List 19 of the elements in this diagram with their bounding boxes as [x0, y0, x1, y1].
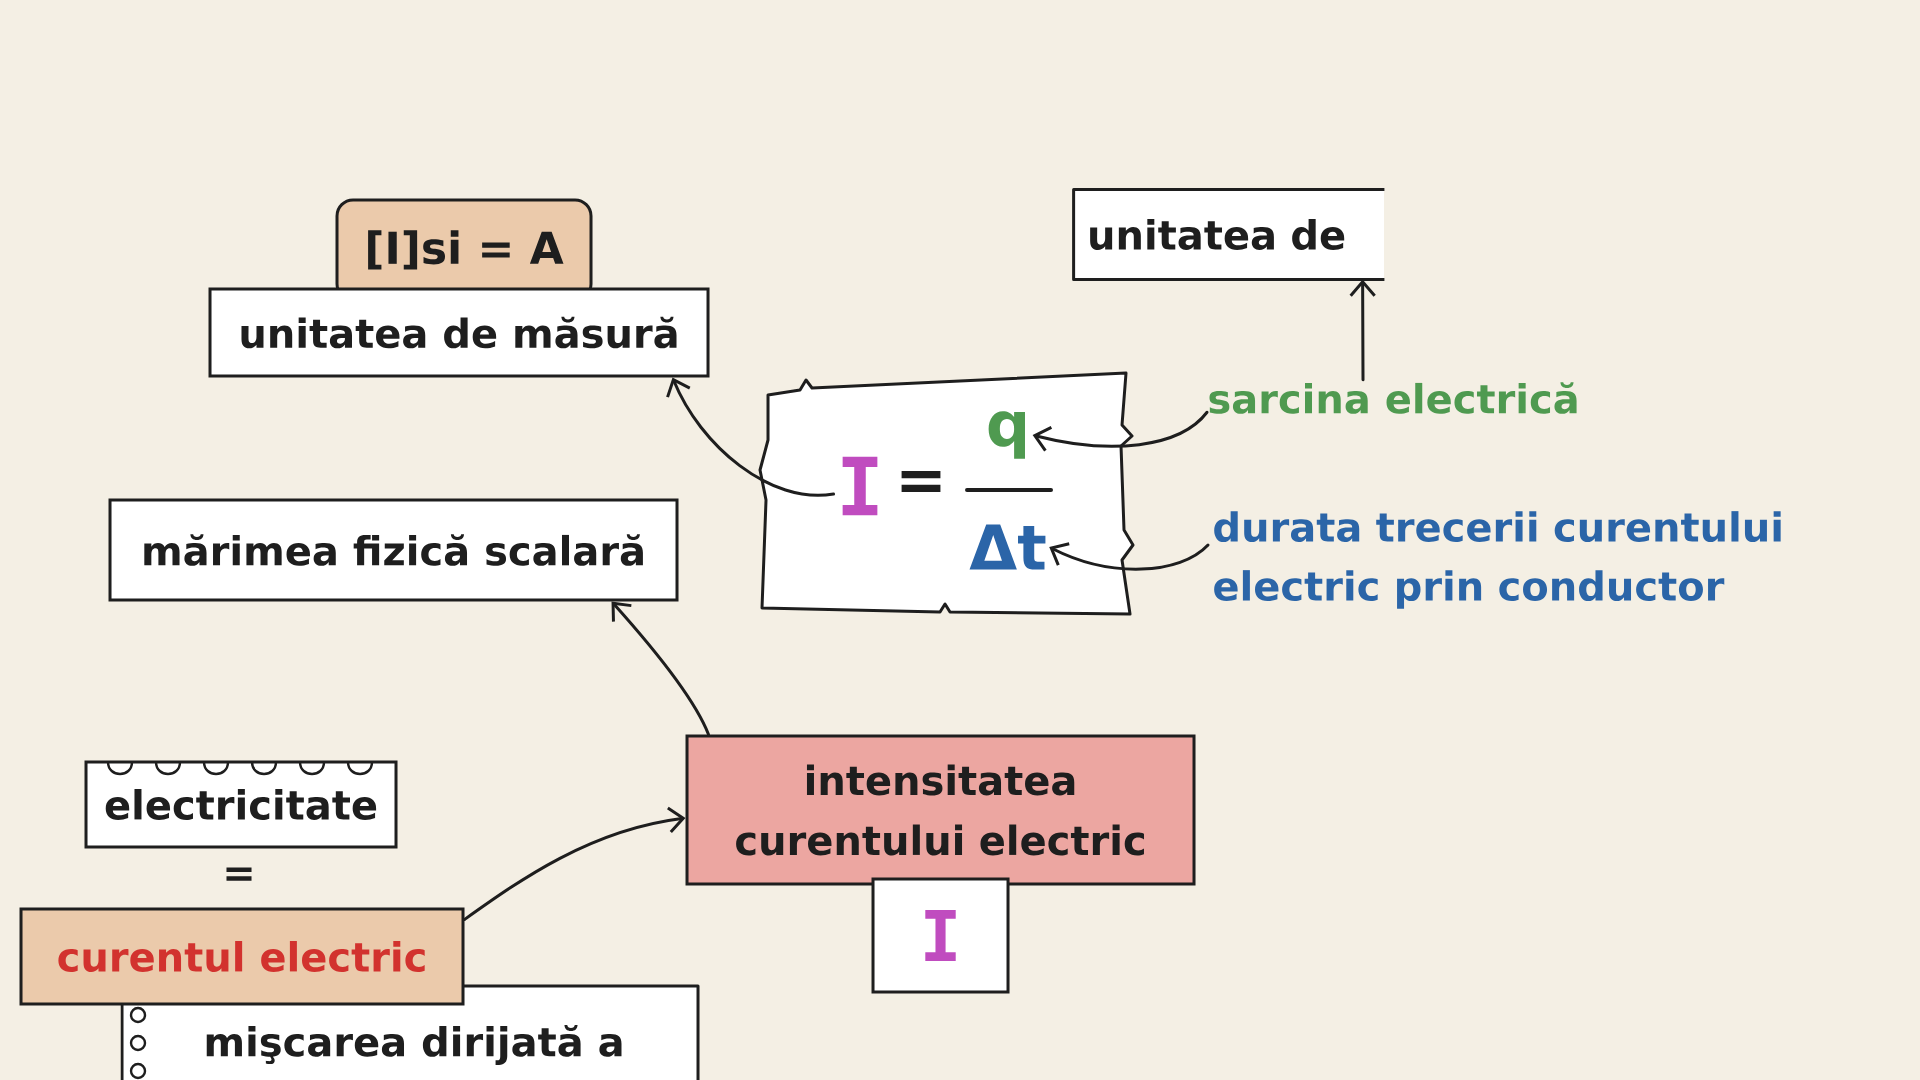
- note-box: electricitate: [84, 760, 398, 849]
- highlight-box: curentul electric: [19, 907, 465, 1006]
- label-box: unitatea de: [1072, 188, 1385, 281]
- arrow: [1049, 542, 1210, 571]
- arrow: [1032, 410, 1209, 452]
- arrow: [666, 377, 836, 497]
- title-box: intensitatea curentului electric: [685, 734, 1196, 886]
- numerator: q: [988, 411, 1025, 459]
- annotation-text: durata trecerii curentului electric prin conductor: [1214, 511, 1781, 609]
- arrow: [611, 601, 710, 736]
- denominator: Δt: [969, 524, 1046, 570]
- equals-sign: =: [226, 867, 252, 881]
- label-box: unitatea de măsură: [208, 287, 710, 378]
- label-box: mărimea fizică scalară: [108, 498, 679, 602]
- arrow: [463, 806, 686, 921]
- annotation-text: sarcina electrică: [1209, 382, 1577, 414]
- arrow: [1349, 279, 1376, 382]
- formula-symbol: I: [842, 456, 878, 516]
- symbol-box: I: [871, 877, 1010, 994]
